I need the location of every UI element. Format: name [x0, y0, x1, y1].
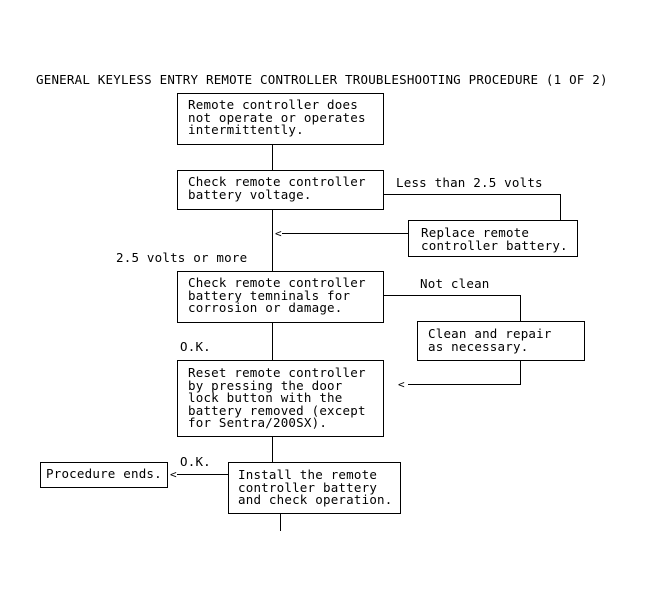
box-text: Check remote controller — [188, 275, 366, 290]
arrow-left-icon: < — [275, 227, 282, 240]
label-less-than: Less than 2.5 volts — [396, 175, 543, 190]
connector-line — [520, 295, 522, 321]
connector-line — [272, 436, 274, 462]
connector-line — [280, 513, 282, 531]
box-text: controller battery — [238, 479, 378, 495]
box-text: battery temninals for — [188, 287, 351, 303]
box-text: Clean and repair — [428, 326, 552, 341]
box-procedure-ends: Procedure ends. — [40, 462, 168, 488]
box-text: Replace remote — [421, 225, 530, 240]
box-check-terminals: Check remote controller battery temninal… — [177, 271, 384, 323]
box-start: Remote controller does not operate or op… — [177, 93, 384, 145]
box-text: Reset remote controller — [188, 365, 366, 380]
connector-line — [520, 360, 522, 385]
connector-line — [560, 194, 562, 220]
box-text: Check remote controller — [188, 174, 366, 189]
connector-line — [282, 233, 408, 235]
box-text: intermittently. — [188, 122, 304, 137]
label-not-clean: Not clean — [420, 276, 490, 291]
box-clean-repair: Clean and repair as necessary. — [417, 321, 585, 361]
box-text: not operate or operates — [188, 109, 366, 125]
connector-line — [383, 295, 521, 297]
label-ok: O.K. — [180, 339, 211, 354]
box-text: battery removed (except — [188, 402, 366, 418]
connector-line — [272, 209, 274, 271]
box-text: as necessary. — [428, 338, 529, 354]
box-reset: Reset remote controller by pressing the … — [177, 360, 384, 437]
label-ok: O.K. — [180, 454, 211, 469]
box-text: Procedure ends. — [46, 466, 162, 481]
arrow-left-icon: < — [398, 378, 405, 391]
box-check-voltage: Check remote controller battery voltage. — [177, 170, 384, 210]
connector-line — [408, 384, 521, 386]
box-text: Remote controller does — [188, 97, 358, 112]
box-replace-battery: Replace remote controller battery. — [408, 220, 578, 257]
flowchart-title: GENERAL KEYLESS ENTRY REMOTE CONTROLLER … — [36, 72, 608, 87]
label-volts-or-more: 2.5 volts or more — [116, 250, 248, 265]
connector-line — [272, 322, 274, 360]
box-text: controller battery. — [421, 237, 568, 253]
box-text: by pressing the door — [188, 377, 343, 393]
box-text: for Sentra/200SX). — [188, 415, 328, 430]
box-text: Install the remote — [238, 467, 378, 482]
box-install: Install the remote controller battery an… — [228, 462, 401, 514]
arrow-left-icon: < — [170, 468, 177, 481]
box-text: corrosion or damage. — [188, 300, 343, 315]
box-text: lock button with the — [188, 390, 343, 405]
connector-line — [383, 194, 561, 196]
box-text: and check operation. — [238, 492, 393, 507]
connector-line — [177, 474, 228, 476]
box-text: battery voltage. — [188, 186, 312, 202]
connector-line — [272, 144, 274, 170]
